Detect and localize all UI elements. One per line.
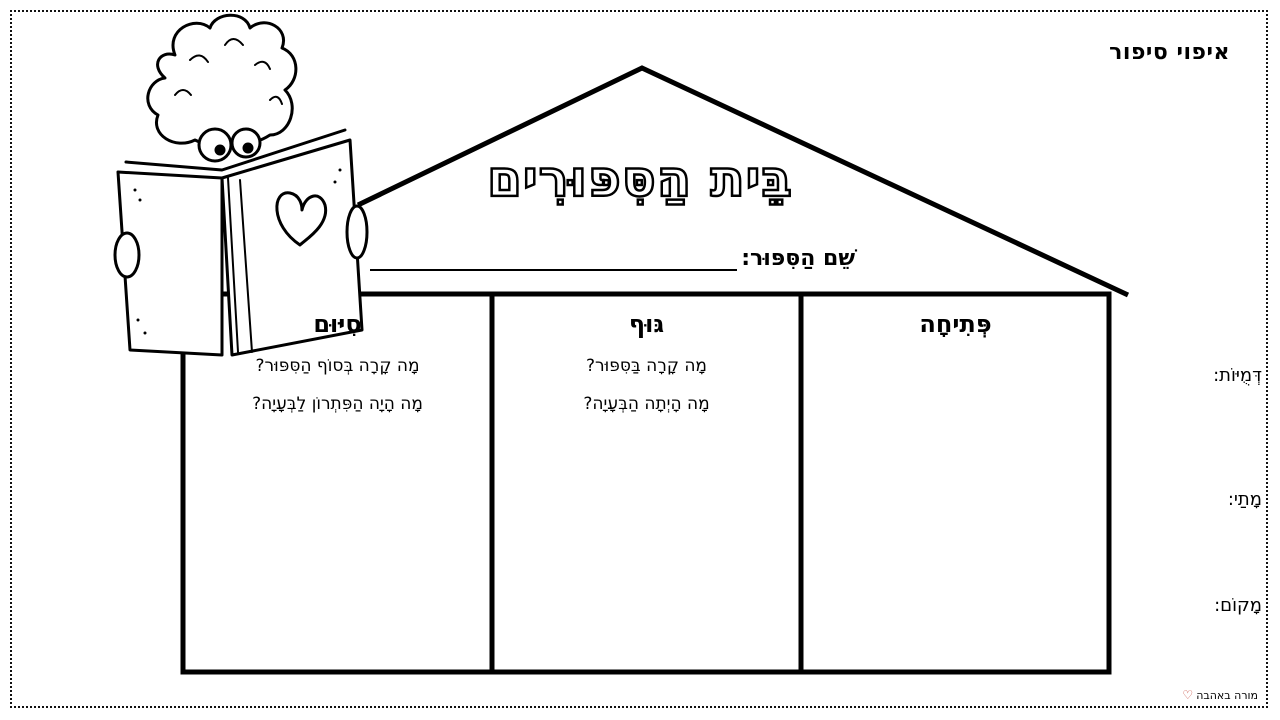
story-name-blank[interactable] bbox=[370, 245, 738, 271]
time-label: מָתַי: bbox=[1227, 489, 1262, 510]
body-question-1: מָה קָרָה בַּסִּפּוּר? bbox=[586, 356, 707, 376]
column-ending: סִיּוּם מָה קָרָה בְּסוֹף הַסִּפּוּר? מָ… bbox=[185, 300, 490, 670]
house-body-outline bbox=[180, 291, 1112, 675]
body-question-2: מָה הָיְתָה הַבְּעָיָה? bbox=[583, 394, 710, 414]
column-heading-body: גּוּף bbox=[628, 310, 665, 338]
brand-name: מורה באהבה bbox=[1196, 688, 1258, 702]
page-border bbox=[10, 10, 1268, 708]
heart-icon: ♡ bbox=[1182, 688, 1194, 702]
story-name-label: שֵׁם הַסִּפּוּר: bbox=[741, 246, 855, 271]
reading-girl-icon bbox=[113, 13, 369, 357]
column-opening: פְּתִיחָה bbox=[803, 300, 1108, 670]
story-name-field[interactable]: שֵׁם הַסִּפּוּר: bbox=[370, 245, 855, 271]
house-title: בֵּית הַסִּפּוּרִים bbox=[486, 149, 793, 210]
column-heading-ending: סִיּוּם bbox=[313, 310, 362, 338]
place-label: מָקוֹם: bbox=[1214, 595, 1262, 616]
ending-question-1: מָה קָרָה בְּסוֹף הַסִּפּוּר? bbox=[255, 356, 420, 376]
page-title: איפוי סיפור bbox=[1109, 40, 1230, 65]
characters-label: דְּמֻיּוֹת: bbox=[1213, 365, 1262, 386]
ending-question-2: מָה הָיָה הַפִּתְרוֹן לַבְּעָיָה? bbox=[252, 394, 423, 414]
roof-outline bbox=[356, 65, 1130, 298]
brand-credit: מורה באהבה ♡ bbox=[1182, 688, 1258, 702]
column-body: גּוּף מָה קָרָה בַּסִּפּוּר? מָה הָיְתָה… bbox=[494, 300, 799, 670]
column-heading-opening: פְּתִיחָה bbox=[919, 310, 992, 338]
